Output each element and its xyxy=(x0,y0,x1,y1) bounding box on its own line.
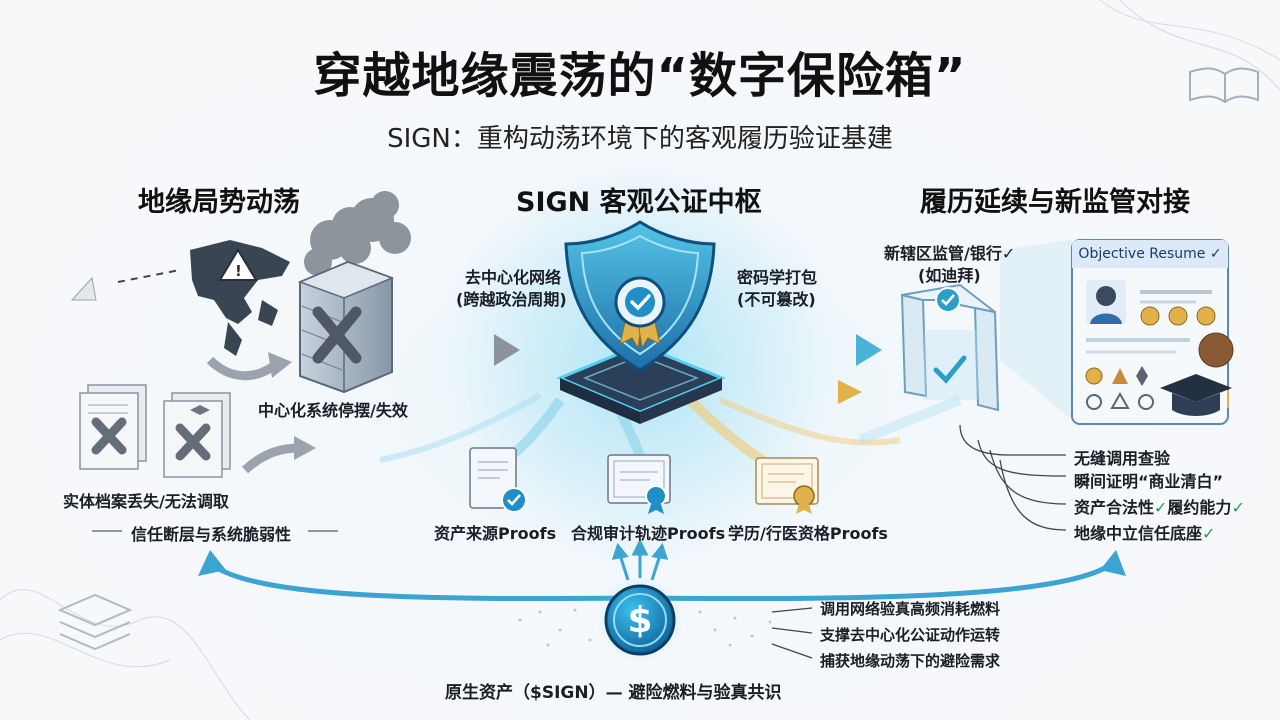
page-title: 穿越地缘震荡的“数字保险箱” xyxy=(0,36,1280,106)
regulator-example: (如迪拜) xyxy=(918,262,981,286)
document-icon xyxy=(80,385,146,469)
layers-icon xyxy=(60,595,130,649)
server-label: 中心化系统停摆/失效 xyxy=(258,397,408,421)
token-use-item: 支撑去中心化公证动作运转 xyxy=(820,624,1000,645)
proof-label-assets: 资产来源Proofs xyxy=(434,520,556,544)
resume-title: Objective Resume ✓ xyxy=(1072,240,1228,268)
svg-text:!: ! xyxy=(235,262,242,280)
token-caption: 原生资产（$SIGN）— 避险燃料与验真共识 xyxy=(445,678,782,703)
right-heading: 履历延续与新监管对接 xyxy=(920,180,1190,219)
dollar-icon: $ xyxy=(620,600,660,641)
check-icon: ✓ xyxy=(1202,524,1215,543)
smoke xyxy=(304,191,411,276)
badge-icon xyxy=(794,486,814,514)
regulator-label: 新辖区监管/银行✓ xyxy=(884,240,1015,264)
token-use-item: 调用网络验真高频消耗燃料 xyxy=(820,598,1000,619)
check-icon: ✓ xyxy=(1231,498,1244,517)
document-icon xyxy=(164,393,230,477)
decentralized-callout: 去中心化网络 xyxy=(465,264,561,288)
token-use-item: 捕获地缘动荡下的避险需求 xyxy=(820,650,1000,671)
benefit-item: 瞬间证明“商业清白” xyxy=(1074,468,1223,492)
proof-label-audit: 合规审计轨迹Proofs xyxy=(571,520,725,544)
decentralized-callout-sub: (跨越政治周期) xyxy=(456,286,567,310)
crypto-callout-sub: (不可篡改) xyxy=(737,286,816,310)
trust-gap-label: 信任断层与系统脆弱性 xyxy=(131,521,291,545)
benefit-item: 地缘中立信任底座✓ xyxy=(1074,520,1215,544)
arrow-tip-icon xyxy=(72,278,96,300)
benefit-item: 资产合法性✓履约能力✓ xyxy=(1074,494,1245,518)
check-icon xyxy=(502,488,526,512)
check-icon: ✓ xyxy=(1154,498,1167,517)
proof-label-credentials: 学历/行医资格Proofs xyxy=(728,520,888,544)
center-heading: SIGN 客观公证中枢 xyxy=(516,180,762,219)
page-subtitle: SIGN：重构动荡环境下的客观履历验证基建 xyxy=(0,118,1280,155)
badge-icon xyxy=(616,278,664,348)
docs-label: 实体档案丢失/无法调取 xyxy=(63,488,229,512)
benefit-item: 无缝调用查验 xyxy=(1074,445,1170,469)
left-heading: 地缘局势动荡 xyxy=(138,180,300,219)
crypto-callout: 密码学打包 xyxy=(737,264,817,288)
